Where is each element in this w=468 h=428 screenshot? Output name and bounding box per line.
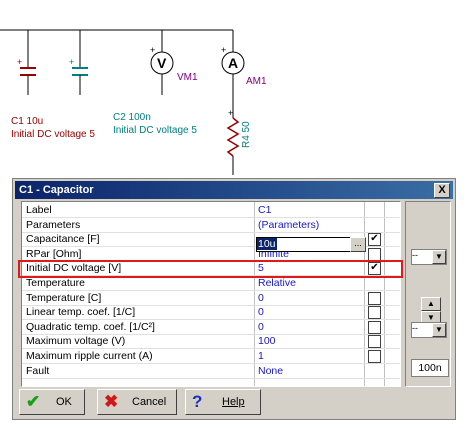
edit-field-value: 10u xyxy=(257,238,277,250)
right-panel xyxy=(405,201,451,387)
property-row[interactable]: Parameters (Parameters) xyxy=(22,218,400,233)
property-row[interactable]: Maximum voltage (V) 100 xyxy=(22,334,400,350)
property-checkbox[interactable] xyxy=(368,306,381,320)
property-name: Initial DC voltage [V] xyxy=(26,262,122,275)
property-row[interactable]: Temperature [C] 0 xyxy=(22,291,400,306)
property-checkbox[interactable] xyxy=(368,335,381,349)
property-row[interactable]: Label C1 xyxy=(22,203,400,218)
property-value[interactable]: 5 xyxy=(258,262,264,275)
am-label[interactable]: AM1 xyxy=(246,76,267,87)
spin-control: ▲ ▼ xyxy=(412,297,448,325)
property-checkbox[interactable] xyxy=(368,291,381,305)
property-row[interactable]: Initial DC voltage [V] 5 ✔ xyxy=(22,261,400,277)
checkmark-icon: ✔ xyxy=(26,392,41,411)
property-row[interactable]: Linear temp. coef. [1/C] 0 xyxy=(22,305,400,321)
combo-box-top[interactable]: -- ▼ xyxy=(411,249,447,265)
chevron-down-icon[interactable]: ▼ xyxy=(432,250,446,264)
property-name: Parameters xyxy=(26,218,81,231)
dialog-title: C1 - Capacitor xyxy=(19,184,94,196)
property-name: Maximum ripple current (A) xyxy=(26,350,153,362)
svg-text:+: + xyxy=(150,45,155,55)
question-icon: ? xyxy=(192,392,203,411)
property-value[interactable]: C1 xyxy=(258,204,272,216)
row-divider xyxy=(22,377,400,379)
c2-desc[interactable]: Initial DC voltage 5 xyxy=(113,125,197,136)
property-name: Quadratic temp. coef. [1/C²] xyxy=(26,320,155,333)
property-value[interactable]: (Parameters) xyxy=(258,218,320,231)
column-divider xyxy=(364,202,365,386)
property-value[interactable]: 0 xyxy=(258,306,264,319)
property-value[interactable]: None xyxy=(258,364,284,377)
vm-symbol: V xyxy=(157,55,167,71)
property-value[interactable]: 0 xyxy=(258,291,264,304)
property-value[interactable]: Relative xyxy=(258,277,296,289)
svg-text:+: + xyxy=(17,57,22,67)
help-label: Help xyxy=(222,396,245,408)
am-symbol: A xyxy=(228,55,239,71)
value-field[interactable]: 100n xyxy=(411,359,449,377)
property-name: Maximum voltage (V) xyxy=(26,335,126,348)
property-name: Capacitance [F] xyxy=(26,233,100,246)
vm-label[interactable]: VM1 xyxy=(177,72,198,83)
property-name: RPar [Ohm] xyxy=(26,247,82,260)
property-value[interactable]: 1 xyxy=(258,350,264,362)
ok-label: OK xyxy=(56,396,72,408)
column-divider xyxy=(384,202,385,386)
property-row[interactable]: Capacitance [F] 10u ✔ xyxy=(22,232,400,248)
row-divider xyxy=(22,333,400,335)
property-row[interactable]: Fault None xyxy=(22,364,400,379)
c1-desc[interactable]: Initial DC voltage 5 xyxy=(11,129,95,140)
c2-label[interactable]: C2 100n xyxy=(113,112,151,123)
property-checkbox[interactable] xyxy=(368,320,381,334)
svg-text:+: + xyxy=(221,45,226,55)
row-divider xyxy=(22,275,400,277)
property-checkbox[interactable]: ✔ xyxy=(368,262,381,276)
spin-up-button[interactable]: ▲ xyxy=(421,297,441,311)
help-button[interactable]: ? Help xyxy=(185,389,261,415)
chevron-down-icon[interactable]: ▼ xyxy=(432,323,446,337)
svg-text:+: + xyxy=(69,57,74,67)
row-divider xyxy=(22,231,400,233)
svg-text:+: + xyxy=(228,108,233,118)
row-divider xyxy=(22,304,400,306)
property-name: Fault xyxy=(26,364,50,377)
property-row[interactable]: Maximum ripple current (A) 1 xyxy=(22,349,400,364)
column-divider xyxy=(254,202,255,386)
row-divider xyxy=(22,348,400,350)
dialog-titlebar[interactable]: C1 - Capacitor X xyxy=(15,181,453,199)
property-name: Label xyxy=(26,204,52,216)
row-divider xyxy=(22,290,400,291)
cross-icon: ✖ xyxy=(104,392,119,411)
property-checkbox[interactable] xyxy=(368,350,381,363)
property-checkbox[interactable] xyxy=(368,247,381,261)
combo-top-value: -- xyxy=(412,250,418,260)
property-name: Temperature [C] xyxy=(26,291,102,304)
schematic-wires: + + + + + xyxy=(0,29,245,175)
property-checkbox[interactable]: ✔ xyxy=(368,233,381,247)
cancel-button[interactable]: ✖ Cancel xyxy=(97,389,177,415)
property-value[interactable]: 100 xyxy=(258,335,276,348)
row-divider xyxy=(22,246,400,248)
property-row[interactable]: Quadratic temp. coef. [1/C²] 0 xyxy=(22,320,400,335)
property-row[interactable]: Temperature Relative xyxy=(22,276,400,291)
property-name: Temperature xyxy=(26,277,85,289)
cancel-label: Cancel xyxy=(132,396,167,408)
c1-label[interactable]: C1 10u xyxy=(11,116,44,127)
ok-button[interactable]: ✔ OK xyxy=(19,389,85,415)
row-divider xyxy=(22,217,400,218)
combo-bottom-value: -- xyxy=(412,323,418,333)
row-divider xyxy=(22,319,400,321)
close-button[interactable]: X xyxy=(434,183,450,198)
schematic-canvas[interactable]: + + + + + V A VM1 AM1 C1 10u Initial DC … xyxy=(0,0,468,180)
browse-button[interactable]: ... xyxy=(350,237,366,252)
row-divider xyxy=(22,363,400,364)
combo-box-bottom[interactable]: -- ▼ xyxy=(411,322,447,338)
property-name: Linear temp. coef. [1/C] xyxy=(26,306,136,319)
initial-dc-voltage-highlight xyxy=(18,260,403,278)
capacitance-edit-field[interactable]: 10u xyxy=(256,237,352,252)
r4-label[interactable]: R4 50 xyxy=(241,121,252,148)
property-value[interactable]: 0 xyxy=(258,320,264,333)
